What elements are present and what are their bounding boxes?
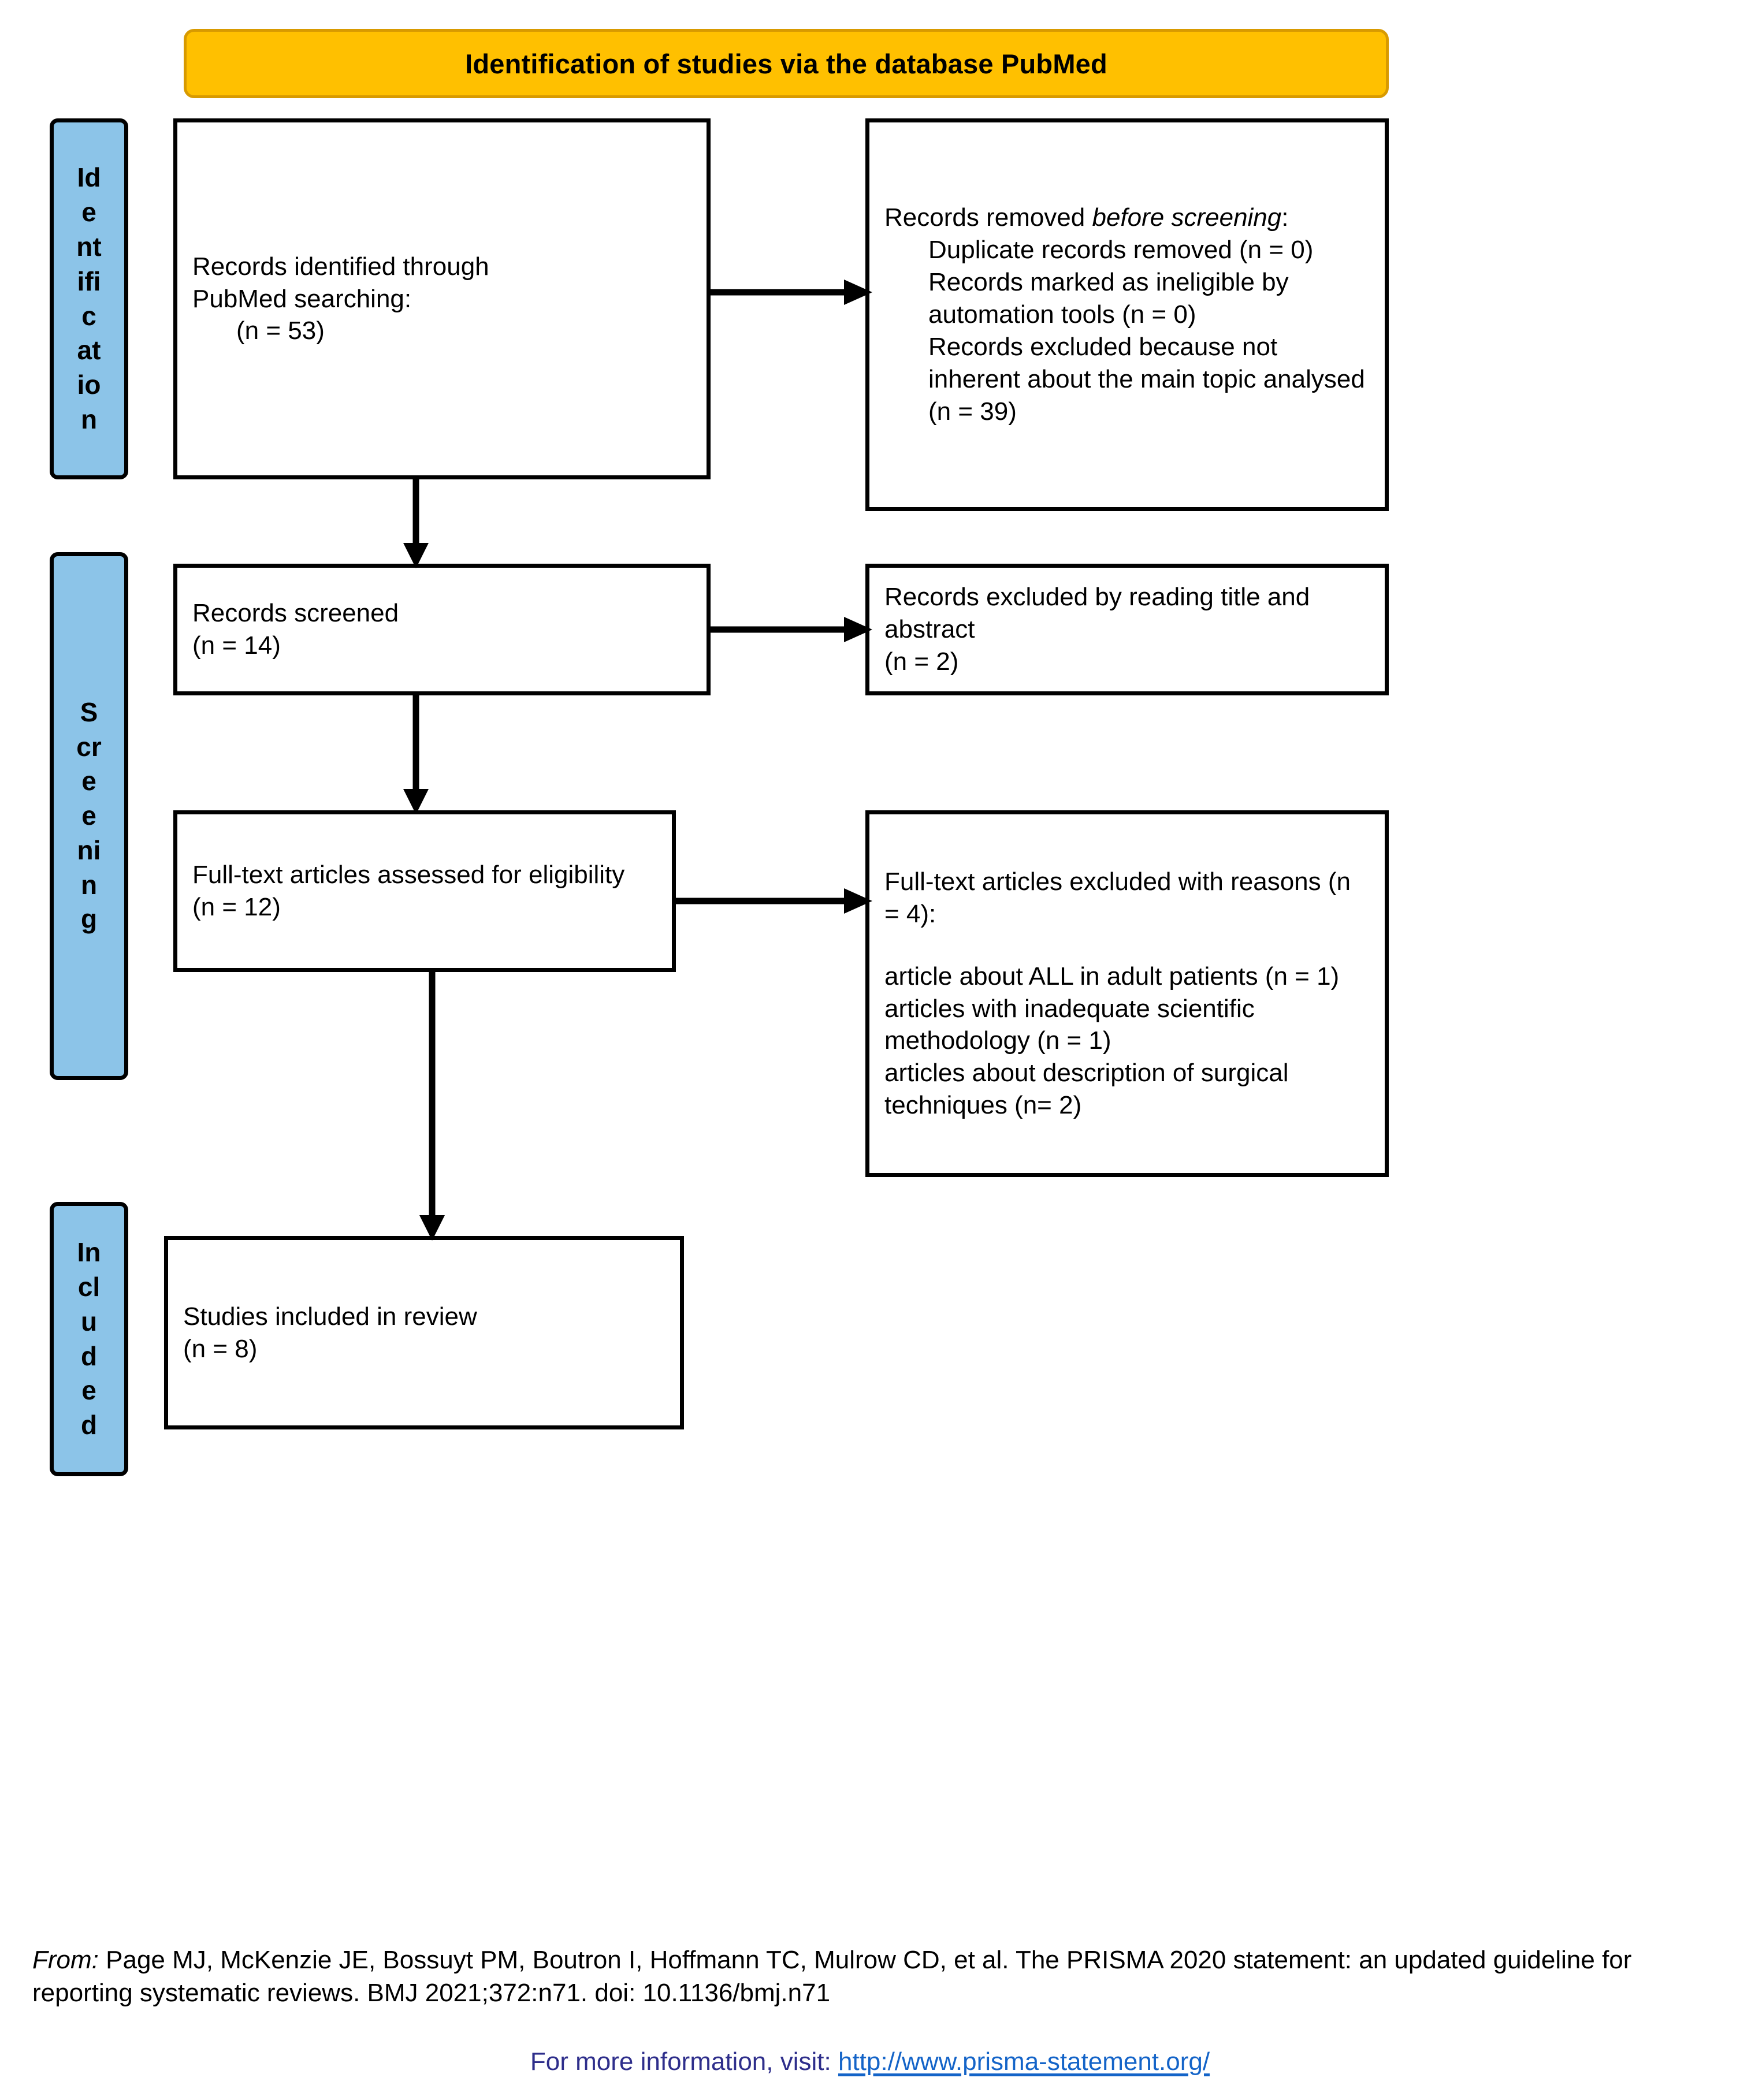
box-records-identified: Records identified through PubMed search…: [173, 118, 711, 479]
prisma-statement-link[interactable]: http://www.prisma-statement.org/: [838, 2047, 1210, 2076]
box-studies-included: Studies included in review (n = 8): [164, 1236, 684, 1429]
fulltext-excluded-reason-3: articles about description of surgical t…: [884, 1059, 1289, 1120]
fulltext-excluded-reason-2: articles with inadequate scientific meth…: [884, 994, 1255, 1055]
footer-visit-text: For more information, visit:: [530, 2047, 831, 2076]
arrow-screened-to-excluded-icon: [708, 612, 872, 647]
footer-from-label: From:: [32, 1946, 99, 1974]
fulltext-excluded-spacer: [884, 930, 1370, 960]
studies-included-label: Studies included in review: [183, 1302, 477, 1331]
arrow-fulltext-to-included-icon: [415, 970, 449, 1241]
arrow-identified-to-screened-icon: [399, 477, 433, 568]
identification-banner: Identification of studies via the databa…: [184, 29, 1389, 98]
box-fulltext-excluded-with-reasons: Full-text articles excluded with reasons…: [865, 810, 1389, 1177]
stage-bar-identification: Identification: [50, 118, 128, 479]
footer-citation-text: Page MJ, McKenzie JE, Bossuyt PM, Boutro…: [32, 1946, 1632, 2008]
stage-label-included: Included: [77, 1237, 101, 1440]
records-removed-heading-italic: before screening: [1092, 203, 1282, 232]
arrow-fulltext-to-excluded-icon: [673, 884, 872, 918]
records-screened-count: (n = 14): [192, 631, 281, 660]
box-records-removed-before-screening: Records removed before screening: Duplic…: [865, 118, 1389, 511]
box-fulltext-assessed: Full-text articles assessed for eligibil…: [173, 810, 676, 972]
records-identified-line2: PubMed searching:: [192, 284, 412, 313]
records-removed-item-1: Duplicate records removed (n = 0): [928, 236, 1314, 265]
records-excluded-ta-label: Records excluded by reading title and ab…: [884, 583, 1310, 644]
records-removed-heading-suffix: :: [1281, 203, 1289, 232]
box-records-screened: Records screened (n = 14): [173, 564, 711, 695]
records-removed-heading-prefix: Records removed: [884, 203, 1092, 232]
banner-title: Identification of studies via the databa…: [465, 48, 1107, 79]
stage-label-screening: Screening: [76, 697, 102, 934]
stage-label-identification: Identification: [76, 162, 102, 434]
arrow-screened-to-fulltext-icon: [399, 693, 433, 814]
fulltext-assessed-label: Full-text articles assessed for eligibil…: [192, 861, 625, 889]
box-records-excluded-title-abstract: Records excluded by reading title and ab…: [865, 564, 1389, 695]
records-removed-item-2: Records marked as ineligible by automati…: [928, 268, 1289, 329]
stage-bar-included: Included: [50, 1202, 128, 1476]
studies-included-count: (n = 8): [183, 1334, 258, 1363]
arrow-identified-to-removed-icon: [708, 275, 872, 310]
records-screened-label: Records screened: [192, 599, 399, 628]
records-removed-heading: Records removed before screening:: [884, 202, 1370, 234]
footer-citation: From: Page MJ, McKenzie JE, Bossuyt PM, …: [32, 1943, 1719, 2009]
records-excluded-ta-count: (n = 2): [884, 647, 959, 676]
records-removed-item-3: Records excluded because not inherent ab…: [928, 332, 1365, 426]
footer-link-row: For more information, visit: http://www.…: [0, 2047, 1740, 2076]
records-identified-count: (n = 53): [236, 317, 325, 345]
fulltext-excluded-heading: Full-text articles excluded with reasons…: [884, 867, 1351, 928]
fulltext-assessed-count: (n = 12): [192, 893, 281, 921]
records-identified-line1: Records identified through: [192, 252, 489, 281]
stage-bar-screening: Screening: [50, 552, 128, 1080]
fulltext-excluded-reason-1: article about ALL in adult patients (n =…: [884, 962, 1340, 991]
